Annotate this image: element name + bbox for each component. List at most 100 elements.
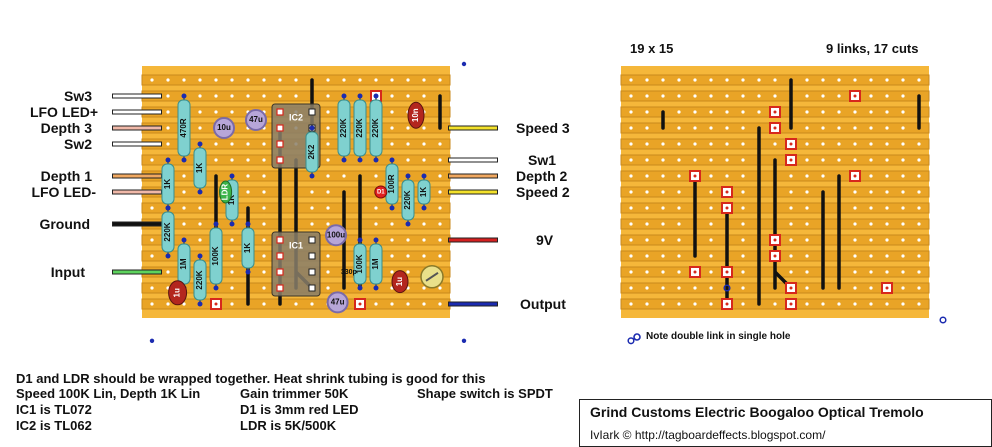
rb-hole [629, 110, 633, 114]
lb-hole [150, 78, 154, 82]
label-9v: 9V [536, 232, 554, 248]
ic1-body [271, 231, 321, 297]
resistor-1k-b-body [161, 163, 175, 205]
lb-hole [262, 158, 266, 162]
rb-hole [837, 126, 841, 130]
resistor-220k-e-pad [373, 157, 379, 163]
lb-hole [214, 142, 218, 146]
rb-hole [869, 110, 873, 114]
resistor-100r-body [385, 163, 399, 205]
rb-hole [709, 126, 713, 130]
resistor-1m-a-pad [181, 237, 187, 243]
cap-100u-body [325, 224, 347, 247]
lb-hole [374, 302, 378, 306]
rb-hole [709, 302, 713, 306]
lb-hole [150, 238, 154, 242]
resistor-220k-b-pad [197, 253, 203, 259]
rb-hole [917, 174, 921, 178]
title-box: Grind Customs Electric Boogaloo Optical … [579, 399, 992, 447]
rb-hole [837, 78, 841, 82]
rb-hole [821, 158, 825, 162]
resistor-220k-a-pad [165, 205, 171, 211]
resistor-220k-b-pad [197, 301, 203, 307]
rb-hole [725, 94, 729, 98]
credit-line: IvIark © http://tagboardeffects.blogspot… [590, 428, 826, 442]
lb-hole [374, 206, 378, 210]
rb-hole [773, 142, 777, 146]
lb-hole [214, 158, 218, 162]
label-input: Input [50, 264, 85, 280]
rb-hole [661, 254, 665, 258]
board-corner-mark [461, 338, 467, 343]
resistor-220k-d-body [353, 99, 367, 157]
rb-hole [869, 174, 873, 178]
rb-hole [645, 126, 649, 130]
rb-hole [645, 174, 649, 178]
lb-hole [262, 94, 266, 98]
rb-hole [805, 254, 809, 258]
resistor-100k-a-body [209, 227, 223, 285]
lb-hole [182, 222, 186, 226]
ic2-pin [276, 108, 284, 116]
lb-hole [150, 286, 154, 290]
lb-hole [246, 174, 250, 178]
rb-hole [901, 126, 905, 130]
rb-hole [661, 174, 665, 178]
lb-hole [390, 270, 394, 274]
rb-hole [869, 126, 873, 130]
lb-hole [262, 254, 266, 258]
rb-hole [853, 302, 857, 306]
rb-hole [757, 78, 761, 82]
ic2-label: IC2 [289, 112, 303, 122]
lb-hole [326, 206, 330, 210]
resistor-1k-a-label: 1K [195, 163, 204, 173]
rb-hole [709, 94, 713, 98]
lb-hole [262, 286, 266, 290]
rb-hole [741, 302, 745, 306]
rb-hole [917, 286, 921, 290]
rb-hole [661, 142, 665, 146]
rb-hole [773, 94, 777, 98]
rb-hole [645, 206, 649, 210]
lb-hole [230, 94, 234, 98]
rb-hole [837, 302, 841, 306]
info-shape-switch: Shape switch is SPDT [417, 386, 553, 401]
resistor-2k2-pad [309, 173, 315, 179]
rb-hole [741, 222, 745, 226]
rb-hole [805, 270, 809, 274]
lb-hole [230, 110, 234, 114]
resistor-2k2-pad [309, 125, 315, 131]
resistor-220k-f-pad [405, 173, 411, 179]
lb-hole [406, 78, 410, 82]
rb-hole [629, 174, 633, 178]
rb-hole [917, 142, 921, 146]
rb-hole [805, 286, 809, 290]
ldr-label: LDR [221, 184, 230, 201]
track-cut-hole [885, 286, 889, 290]
resistor-220k-a-label: 220K [163, 222, 172, 241]
track-cut-hole [853, 174, 857, 178]
label-lfo-led-plus: LFO LED+ [29, 104, 98, 120]
lb-hole [230, 254, 234, 258]
resistor-220k-e-body [369, 99, 383, 157]
lb-hole [326, 94, 330, 98]
rb-hole [645, 190, 649, 194]
lb-hole [246, 78, 250, 82]
board-corner-mark [627, 337, 635, 345]
lb-hole [326, 110, 330, 114]
rb-hole [853, 158, 857, 162]
rb-hole [629, 94, 633, 98]
lb-hole [230, 270, 234, 274]
rb-hole [741, 286, 745, 290]
resistor-1k-e-body [417, 179, 431, 205]
rb-hole [885, 94, 889, 98]
rb-hole [869, 94, 873, 98]
track-cut-hole [789, 286, 793, 290]
rb-hole [821, 126, 825, 130]
rb-hole [869, 238, 873, 242]
rb-hole [885, 302, 889, 306]
rb-hole [853, 142, 857, 146]
rb-hole [789, 174, 793, 178]
rb-hole [853, 254, 857, 258]
rb-hole [789, 270, 793, 274]
